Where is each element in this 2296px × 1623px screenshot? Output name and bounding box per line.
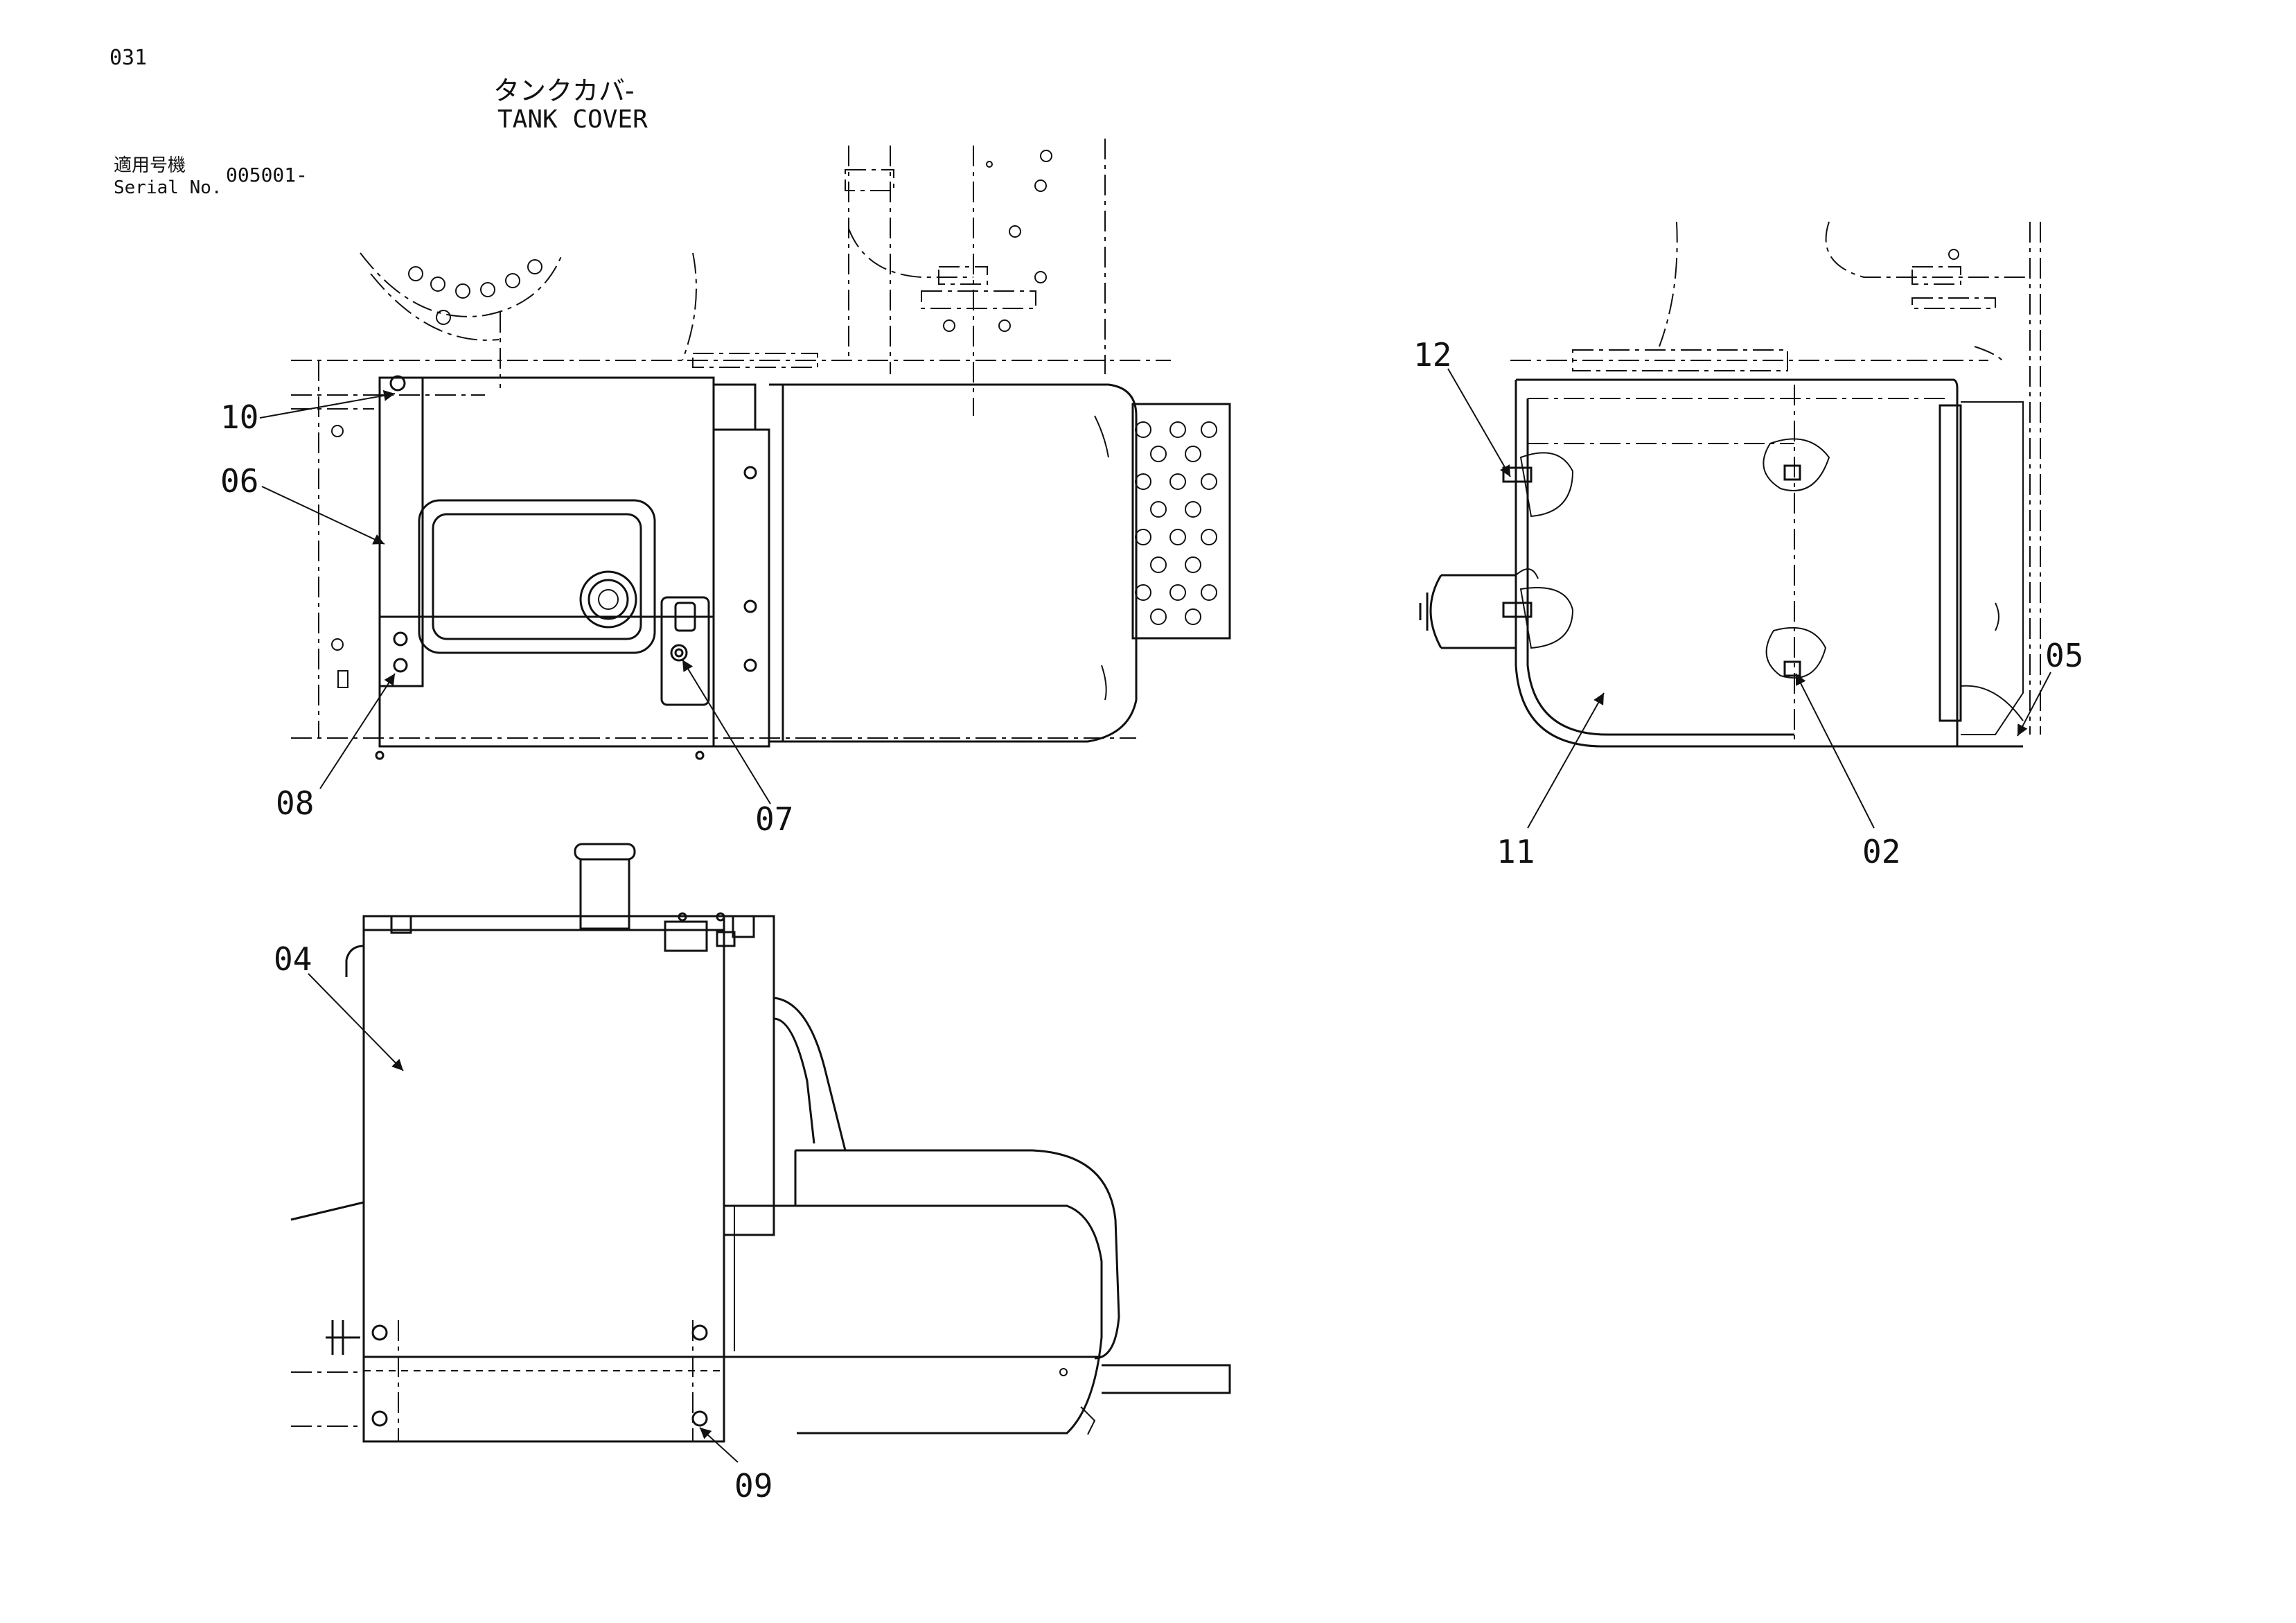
callout-12: 12	[1413, 336, 1451, 374]
callout-09: 09	[734, 1467, 772, 1504]
serial-label-english: Serial No.	[114, 177, 222, 198]
callout-04: 04	[274, 940, 312, 978]
title-japanese: タンクカバ-	[493, 76, 635, 106]
callout-02: 02	[1862, 833, 1900, 870]
bottom-view: 04 09	[274, 843, 1231, 1504]
swing-ring-holes	[408, 259, 542, 325]
callout-05: 05	[2045, 637, 2083, 674]
callout-11: 11	[1496, 833, 1535, 870]
callout-07: 07	[755, 800, 793, 838]
page-number: 031	[109, 46, 148, 70]
serial-value: 005001-	[226, 164, 308, 186]
step-plate-holes	[1135, 421, 1217, 625]
callout-08: 08	[276, 784, 314, 822]
callout-06: 06	[220, 462, 258, 500]
callout-10: 10	[220, 398, 258, 436]
top-left-view: 10 06 08 07	[220, 139, 1231, 838]
title-english: TANK COVER	[497, 105, 648, 134]
serial-label-japanese: 適用号機	[114, 155, 186, 176]
top-right-view: 12 05 11 02	[1413, 221, 2083, 870]
